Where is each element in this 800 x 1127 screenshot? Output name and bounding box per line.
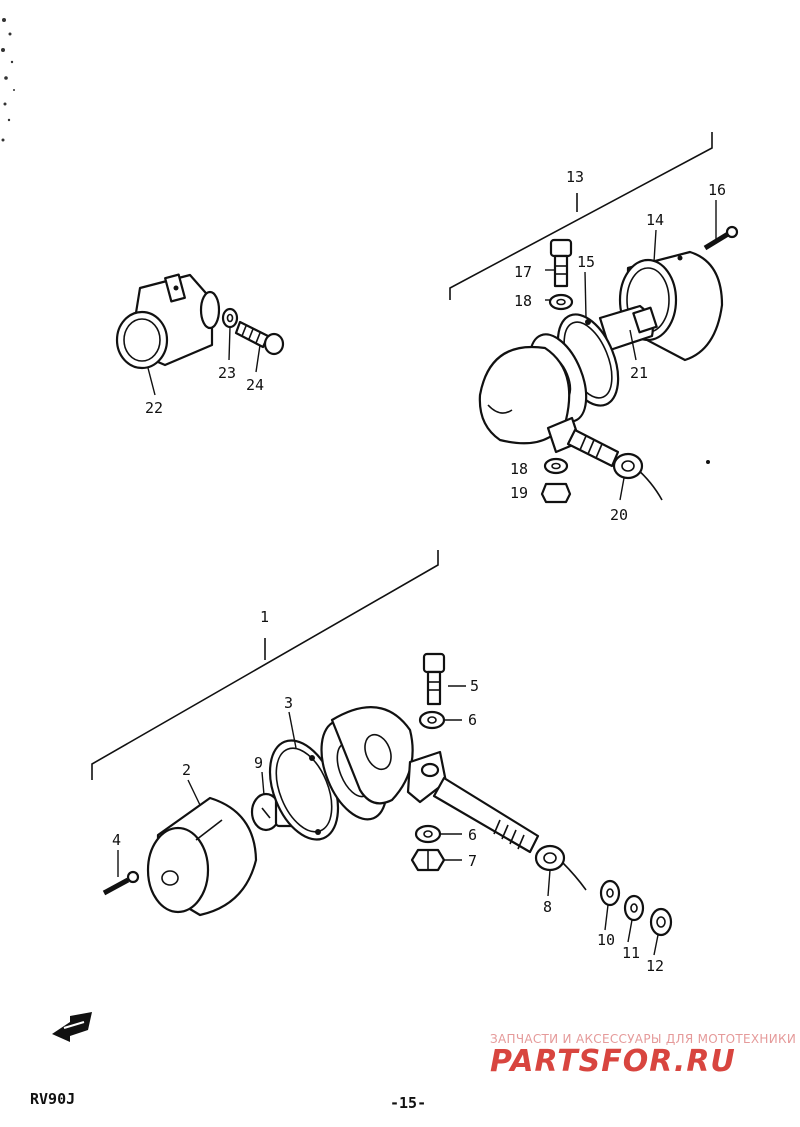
- label-20: 20: [610, 506, 628, 524]
- part-3-gasket: [268, 739, 340, 841]
- lower-stem: [406, 750, 587, 891]
- part-16-screw: [703, 225, 739, 251]
- label-22: 22: [145, 399, 163, 417]
- part-18-washer-bottom: [543, 457, 569, 475]
- part-19-nut: [540, 482, 572, 504]
- front-arrow-icon: [52, 1012, 92, 1042]
- model-code: RV90J: [30, 1090, 76, 1108]
- leader-lines: [117, 200, 717, 956]
- label-2: 2: [182, 761, 191, 779]
- label-12: 12: [646, 957, 664, 975]
- part-2-housing: [146, 796, 258, 917]
- label-4: 4: [112, 831, 121, 849]
- label-21: 21: [630, 364, 648, 382]
- part-10-washer: [599, 879, 621, 907]
- part-5-bolt: [422, 652, 446, 706]
- label-19: 19: [510, 484, 528, 502]
- label-8: 8: [543, 898, 552, 916]
- label-18-top: 18: [514, 292, 532, 310]
- label-18-bottom: 18: [510, 460, 528, 478]
- label-23: 23: [218, 364, 236, 382]
- label-16: 16: [708, 181, 726, 199]
- label-3: 3: [284, 694, 293, 712]
- label-10: 10: [597, 931, 615, 949]
- part-11-washer: [623, 894, 645, 922]
- upper-stem: [546, 416, 663, 501]
- part-7-nut: [410, 848, 446, 872]
- bracket-13: [449, 132, 713, 300]
- part-12-nut: [649, 907, 673, 937]
- label-6-bottom: 6: [468, 826, 477, 844]
- part-18-washer-top: [548, 293, 574, 311]
- part-14-housing: [618, 250, 724, 362]
- label-7: 7: [468, 852, 477, 870]
- watermark-subtitle: ЗАПЧАСТИ И АКСЕССУАРЫ ДЛЯ МОТОТЕХНИКИ: [490, 1032, 797, 1046]
- label-13: 13: [566, 168, 584, 186]
- part-6-washer-top: [418, 710, 446, 730]
- scan-noise: [1, 18, 15, 142]
- bracket-1: [91, 550, 439, 780]
- part-21-bulb: [598, 304, 658, 352]
- part-20-grommet: [612, 452, 644, 480]
- label-17: 17: [514, 263, 532, 281]
- label-11: 11: [622, 944, 640, 962]
- part-4-screw: [102, 870, 140, 896]
- label-24: 24: [246, 376, 264, 394]
- upper-dome-lens: [478, 345, 571, 445]
- label-15: 15: [577, 253, 595, 271]
- label-6-top: 6: [468, 711, 477, 729]
- part-23-washer: [221, 307, 239, 329]
- part-17-bolt: [549, 238, 573, 288]
- label-14: 14: [646, 211, 664, 229]
- page-number: -15-: [390, 1094, 427, 1112]
- part-6-washer-bottom: [414, 824, 442, 844]
- lower-reflector-body: [320, 706, 414, 821]
- label-5: 5: [470, 677, 479, 695]
- label-1: 1: [260, 608, 269, 626]
- part-8-grommet: [534, 844, 566, 872]
- label-9: 9: [254, 754, 263, 772]
- part-22-reflector: [115, 273, 221, 370]
- part-24-bolt: [234, 320, 285, 356]
- watermark-brand: PARTSFOR.RU: [490, 1044, 736, 1079]
